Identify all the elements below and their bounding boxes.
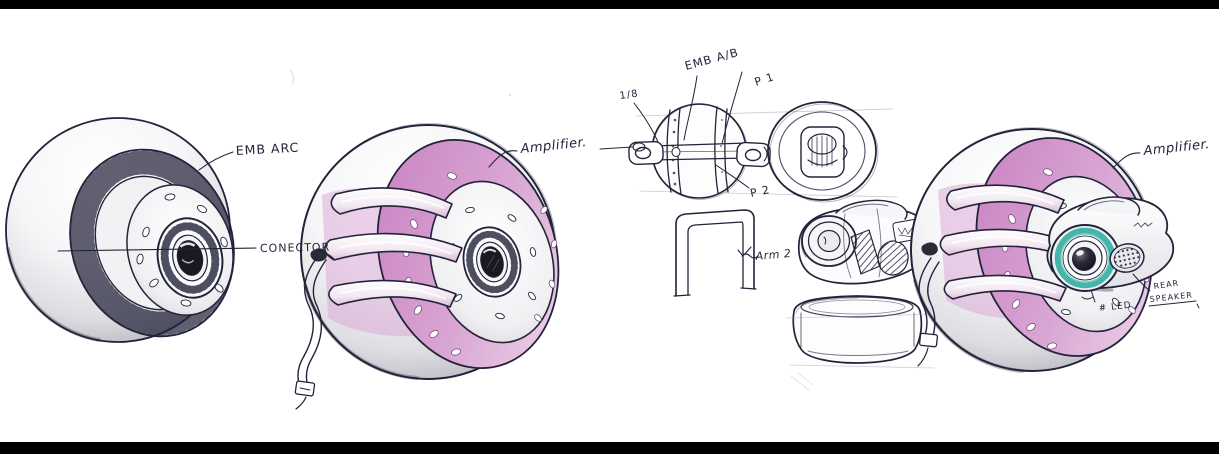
leader-emb-ab [683,71,743,145]
bracket-part-sketch [673,209,757,297]
annotation-emb-ab: EMB A/B [683,45,740,73]
annotation-rear: REAR [1153,278,1180,290]
camera-lens [1050,224,1120,300]
leader-led [1090,289,1096,303]
right-tab [736,141,771,168]
pencil-mark [289,69,295,85]
handle-tubes [324,187,463,308]
sphere-front-view [294,123,560,410]
leader-amplifier-left [488,150,518,168]
strap [917,242,940,367]
left-tab [628,140,664,166]
annotation-fraction: 1/8 [619,88,639,102]
pencil-dot [509,94,511,96]
sphere-camera-view [910,127,1175,373]
ortho-top-view [628,103,898,200]
speaker-underline [1148,300,1200,309]
camera-module-sketch [737,199,933,285]
annotation-amplifier-right: Amplifier. [1142,137,1211,159]
leader-conector [57,247,335,260]
annotation-amplifier-left: Amplifier. [519,135,588,157]
speaker-grille [1109,243,1145,273]
camera-module [1046,196,1175,300]
capsule-front-view [785,295,939,391]
leader-emb-arc [198,151,234,171]
leader-p2 [715,164,750,189]
annotation-p1: P 1 [753,70,776,89]
letterbox-bottom [0,442,1219,454]
annotation-emb-arc: EMB ARC [235,140,299,158]
leader-rear-speaker [1132,273,1151,292]
annotation-arm2: Arm 2 [754,247,792,263]
connector-top-view [599,101,879,203]
annotation-led: # LED [1098,301,1132,314]
face-perforations [136,193,228,307]
center-connector-barrel [156,217,224,299]
center-connector-barrel [462,226,522,298]
letterbox-top [0,0,1219,9]
annotation-p2: P 2 [749,183,771,200]
leader-amplifier-right [1112,152,1141,169]
sphere-rear-view [5,117,235,343]
annotations: EMB ARC CONECTOR Amplifier. Amplifier. E… [57,45,1211,314]
band-dots [671,118,723,186]
leader-fraction [633,102,659,143]
annotation-conector: CONECTOR [260,241,330,255]
